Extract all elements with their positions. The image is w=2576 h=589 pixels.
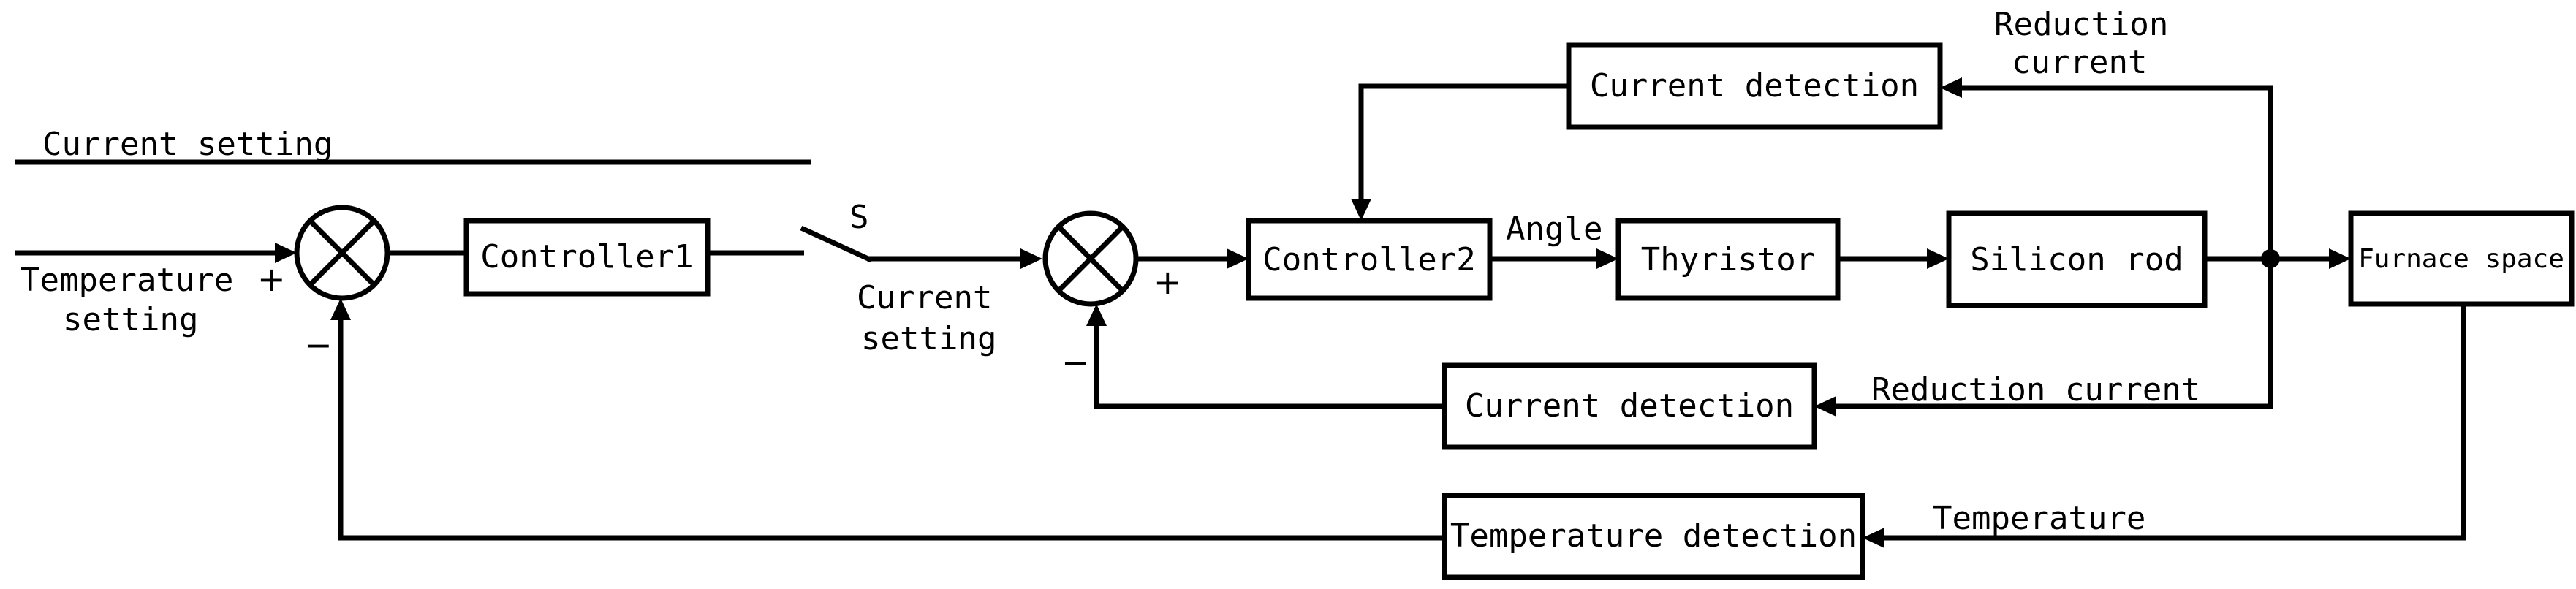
current-detection-to-sum2-wire bbox=[1094, 326, 1444, 409]
arrowhead bbox=[1863, 528, 1884, 548]
temperature-detection-to-sum1-wire bbox=[338, 320, 1444, 541]
arrowhead bbox=[1351, 199, 1371, 221]
reduction-current-mid-label: Reduction current bbox=[1871, 371, 2200, 408]
reduction-current-top-wire bbox=[1959, 85, 2273, 259]
angle-label: Angle bbox=[1506, 210, 1602, 248]
arrowhead bbox=[1940, 77, 1962, 98]
silicon-rod-block bbox=[1946, 210, 2208, 308]
arrowhead bbox=[1927, 248, 1949, 269]
controller2-label: Controller2 bbox=[1262, 241, 1475, 278]
current-setting-label-line2: setting bbox=[861, 320, 996, 357]
current-detection-mid-block bbox=[1442, 362, 1817, 450]
temperature-label: Temperature bbox=[1933, 500, 2145, 537]
reduction-current-mid-wire bbox=[1833, 259, 2273, 409]
arrowhead bbox=[1814, 396, 1836, 417]
temperature-setting-label-line1: Temperature bbox=[20, 262, 233, 299]
controller1-block bbox=[463, 218, 711, 297]
current-detection-mid-label: Current detection bbox=[1465, 387, 1794, 425]
current-setting-top-label: Current setting bbox=[42, 126, 333, 163]
temperature-detection-label: Temperature detection bbox=[1450, 517, 1857, 555]
arrowhead bbox=[275, 243, 297, 263]
arrowhead bbox=[1086, 304, 1107, 326]
reduction-current-top-label-line1: Reduction bbox=[1994, 6, 2168, 43]
switch-label: S bbox=[849, 199, 869, 236]
temperature-feedback-wire bbox=[1882, 304, 2466, 541]
sum1-plus-sign: + bbox=[257, 259, 286, 299]
arrowhead bbox=[1020, 248, 1042, 269]
thyristor-label: Thyristor bbox=[1641, 241, 1815, 278]
arrowhead bbox=[1227, 248, 1249, 269]
furnace-space-label: Furnace space bbox=[2358, 244, 2564, 274]
sum1-minus-sign: − bbox=[304, 325, 333, 365]
summing-junction-2 bbox=[1042, 210, 1139, 307]
summing-junction-1 bbox=[294, 205, 390, 301]
switch-s bbox=[800, 225, 873, 263]
current-detection-to-controller2-wire bbox=[1358, 83, 1569, 199]
reduction-current-top-label-line2: current bbox=[2012, 44, 2147, 81]
sum2-plus-sign: + bbox=[1153, 262, 1182, 302]
sum2-minus-sign: − bbox=[1061, 343, 1090, 382]
furnace-space-block bbox=[2348, 210, 2575, 307]
temperature-setting-label-line2: setting bbox=[63, 301, 198, 338]
controller1-label: Controller1 bbox=[480, 238, 693, 276]
arrowhead bbox=[2329, 248, 2351, 269]
silicon-rod-label: Silicon rod bbox=[1970, 241, 2183, 278]
current-setting-label-line1: Current bbox=[857, 279, 992, 316]
arrowhead bbox=[330, 298, 351, 320]
arrowhead bbox=[1596, 248, 1618, 269]
current-detection-top-block bbox=[1566, 42, 1943, 130]
current-detection-top-label: Current detection bbox=[1590, 67, 1919, 104]
